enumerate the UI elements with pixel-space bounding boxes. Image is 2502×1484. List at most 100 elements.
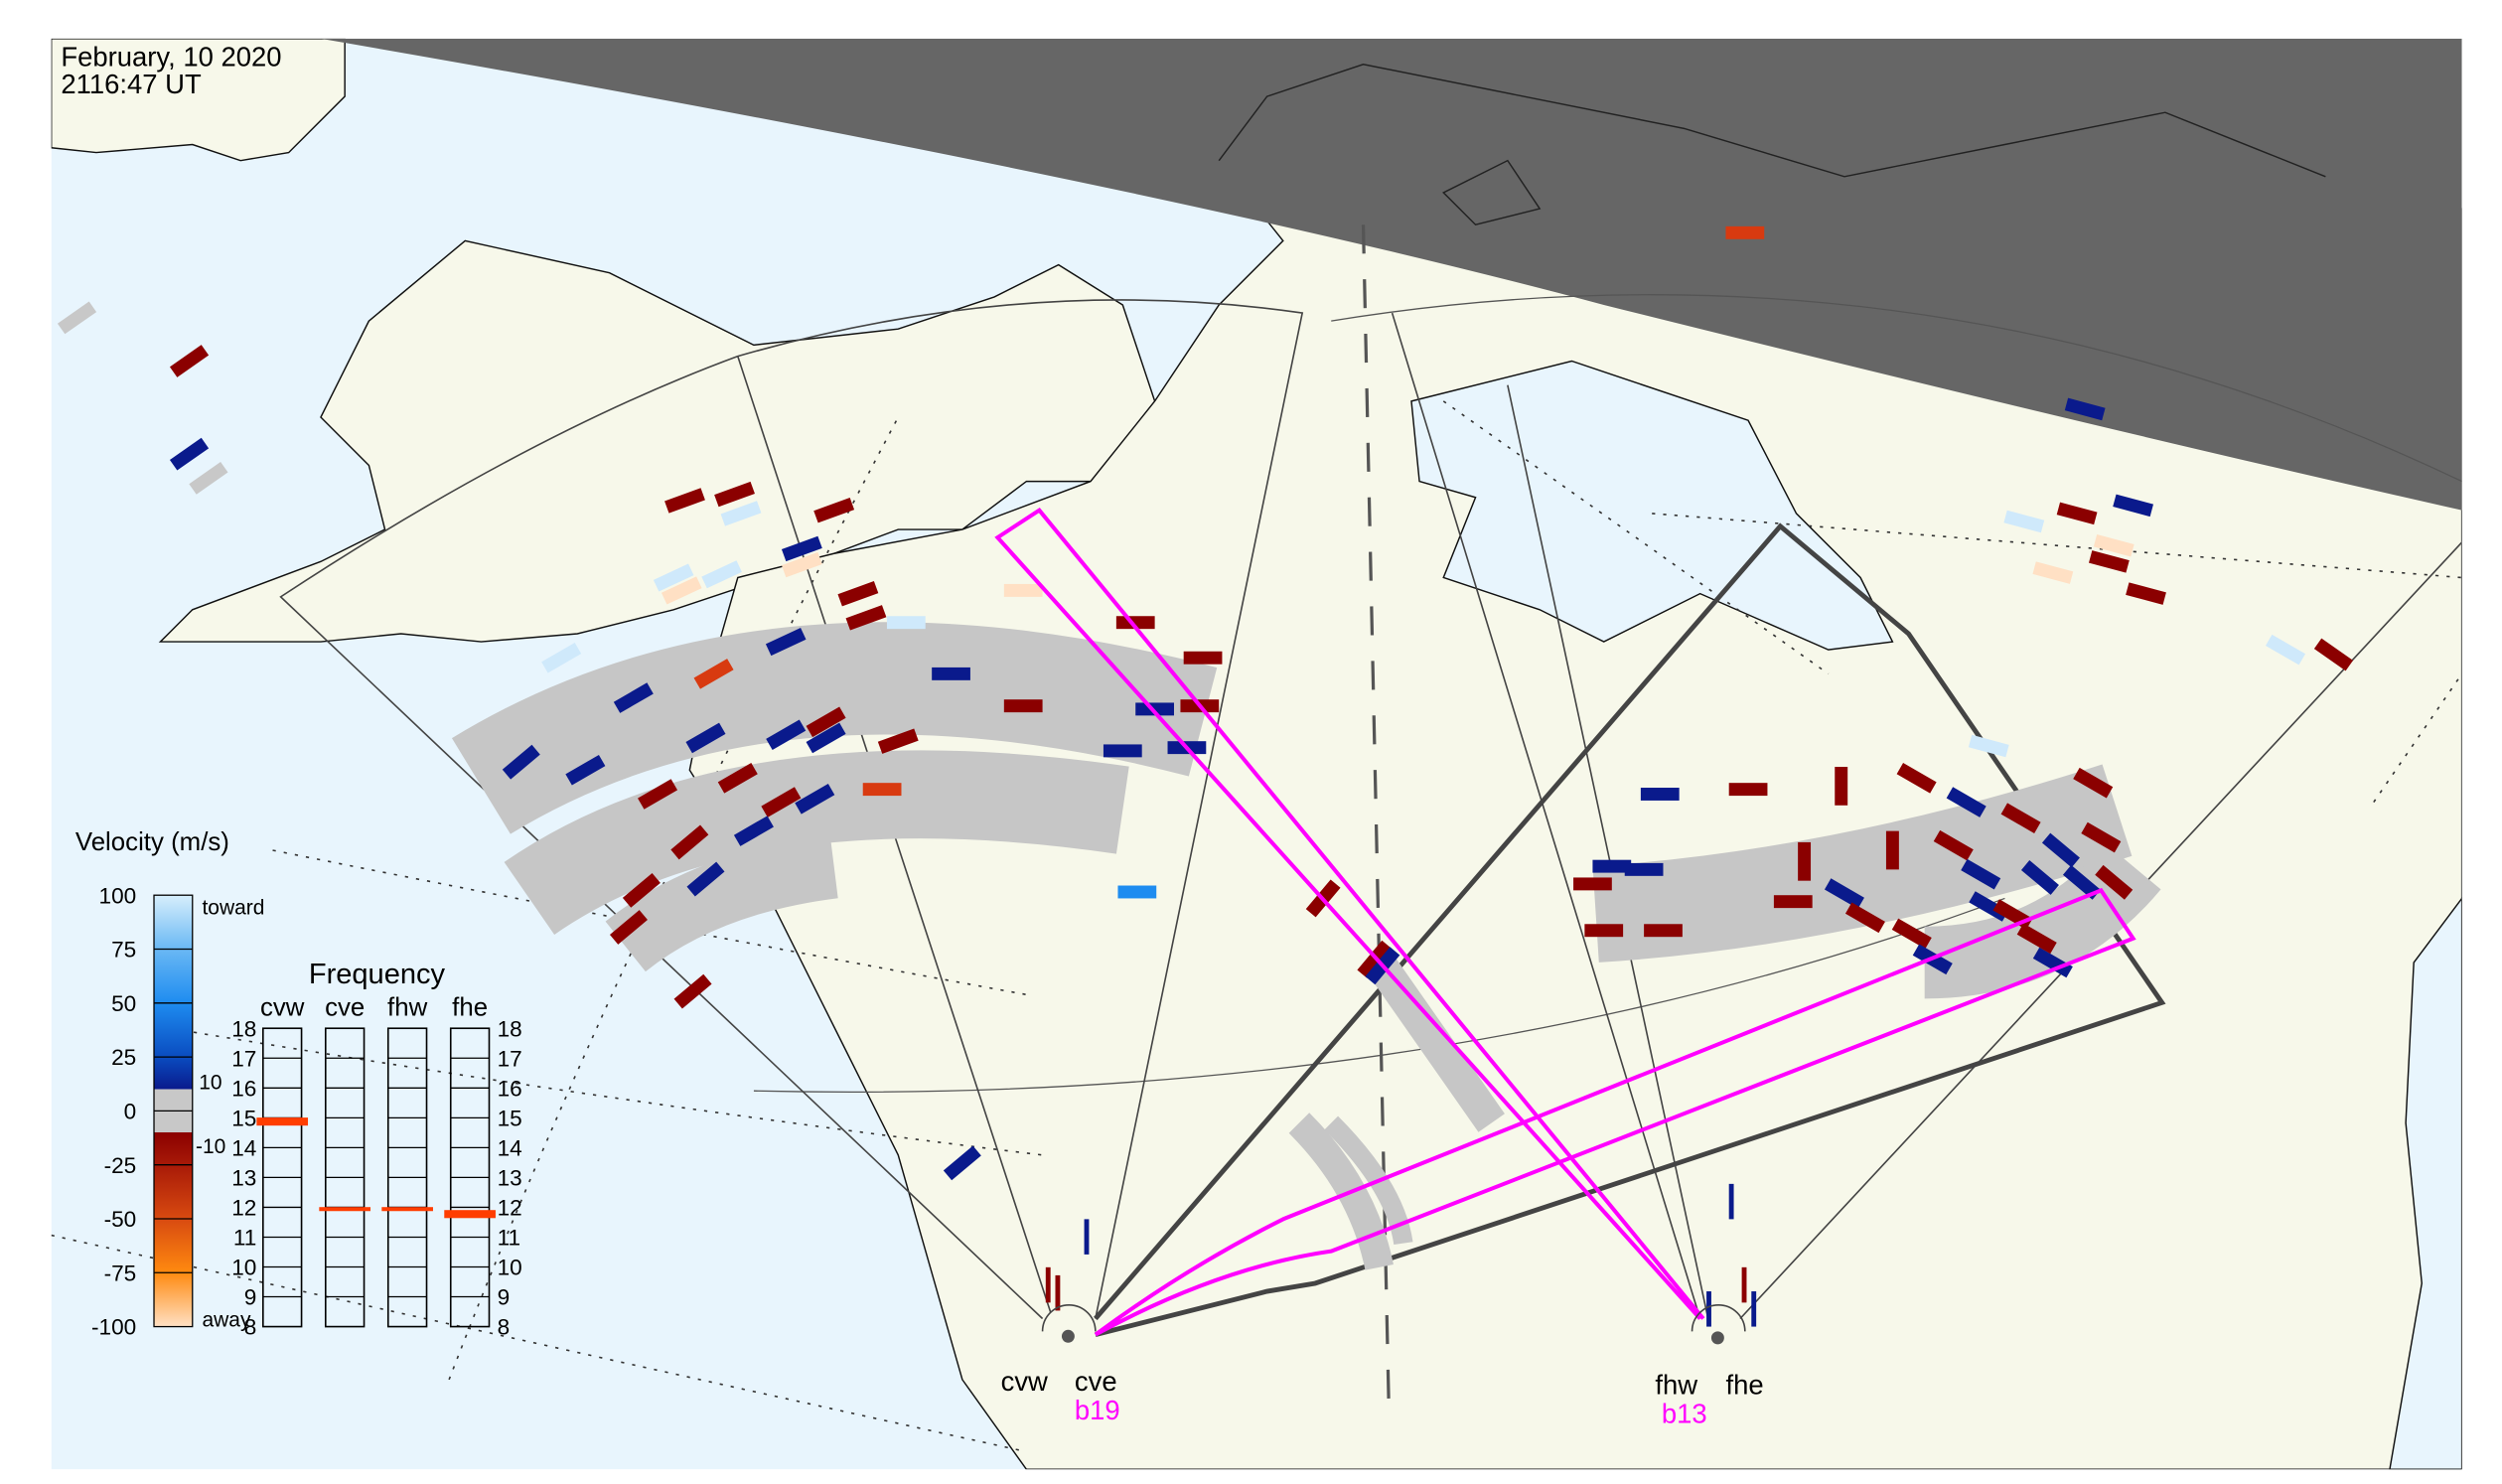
frequency-tick-right: 9	[498, 1285, 511, 1310]
velocity-cell	[1961, 858, 2001, 890]
beam-b13	[994, 507, 1705, 1320]
velocity-cell	[502, 744, 540, 780]
velocity-cell	[1773, 895, 1813, 909]
night-terminator	[320, 38, 2462, 511]
velocity-cell	[1573, 877, 1612, 891]
velocity-cell	[2032, 561, 2074, 584]
away-label: away	[202, 1309, 250, 1332]
velocity-cell	[1725, 225, 1765, 239]
velocity-cell	[189, 461, 228, 495]
night-coastline	[1218, 64, 2326, 226]
frequency-marker	[444, 1210, 496, 1219]
beam-outlines	[994, 507, 2136, 1337]
frequency-tick-right: 8	[498, 1315, 511, 1340]
colorbar-tick: 0	[124, 1099, 137, 1123]
toward-label: toward	[202, 897, 264, 920]
colorbar-tick: -75	[104, 1261, 137, 1285]
frequency-tick-left: 8	[244, 1315, 257, 1340]
velocity-cell	[670, 824, 709, 860]
velocity-cell	[766, 719, 807, 751]
velocity-cell	[1003, 699, 1043, 713]
colorbar-tick: -50	[104, 1207, 137, 1232]
velocity-cell	[813, 497, 855, 523]
map-area: cvw cve b19 fhw fhe b13 Velocity (m/s) 1…	[51, 38, 2462, 1470]
velocity-cell	[1115, 616, 1155, 630]
colorbar-dividers	[154, 948, 193, 1273]
frequency-column-header: cve	[325, 993, 365, 1021]
site-label-fhw: fhw	[1655, 1369, 1697, 1400]
colorbar-tick-minus10: -10	[196, 1135, 225, 1158]
frequency-tick-left: 11	[233, 1226, 256, 1251]
colorbar-tick: -25	[104, 1153, 137, 1178]
frequency-tick-left: 13	[231, 1165, 256, 1190]
velocity-cell	[2041, 832, 2080, 868]
velocity-cell	[1644, 924, 1683, 938]
velocity-cell	[2073, 767, 2114, 799]
velocity-cell	[2064, 397, 2106, 421]
frequency-column-header: cvw	[260, 993, 305, 1021]
velocity-cell	[1728, 783, 1768, 797]
velocity-cell	[1946, 787, 1987, 817]
velocity-cell	[1117, 885, 1157, 899]
velocity-cell	[2062, 864, 2101, 900]
site-label-cvw: cvw	[1001, 1366, 1048, 1397]
colorbar-tick: -100	[91, 1315, 136, 1340]
velocity-cell	[169, 345, 210, 377]
frequency-tick-right: 17	[498, 1046, 522, 1071]
velocity-cell	[2093, 533, 2134, 557]
velocity-cell	[609, 910, 648, 945]
frequency-tick-right: 11	[498, 1226, 520, 1251]
velocity-cell	[613, 682, 654, 713]
velocity-cell	[1003, 583, 1043, 597]
velocity-cell	[2081, 821, 2122, 853]
velocity-cell	[1135, 702, 1174, 716]
time-label: 2116:47 UT	[61, 69, 202, 99]
velocity-cell	[1103, 744, 1142, 758]
velocity-cell	[1183, 651, 1223, 665]
velocity-cell	[717, 763, 758, 794]
velocity-cell	[795, 784, 835, 815]
velocity-cell	[862, 783, 902, 797]
velocity-cell	[2000, 803, 2041, 833]
velocity-cell	[714, 481, 755, 508]
velocity-cell	[1969, 891, 2009, 922]
velocity-cell	[2113, 494, 2153, 518]
frequency-tick-right: 14	[498, 1135, 522, 1160]
colorbar-tick: 100	[99, 883, 137, 908]
velocity-cell	[2056, 502, 2098, 525]
velocity-cell	[661, 576, 702, 605]
velocity-cell	[886, 616, 926, 630]
velocity-cell	[701, 560, 742, 589]
site-marker-cv	[1061, 1329, 1075, 1343]
frequency-tick-right: 15	[498, 1106, 522, 1130]
velocity-cell	[1728, 1183, 1734, 1220]
velocity-cells	[57, 225, 2354, 1327]
velocity-cell	[1798, 841, 1812, 881]
velocity-cell	[638, 779, 678, 810]
velocity-cell	[1741, 1266, 1747, 1303]
velocity-cell	[1751, 1291, 1757, 1327]
frequency-tick-left: 16	[231, 1076, 256, 1101]
velocity-cell	[877, 728, 919, 754]
colorbar-tick: 25	[111, 1045, 136, 1070]
velocity-cell	[1891, 918, 1932, 950]
frequency-tick-right: 18	[498, 1016, 522, 1041]
velocity-cell	[673, 973, 712, 1009]
hudson-bay	[1410, 360, 1894, 651]
frequency-tick-left: 14	[231, 1135, 256, 1160]
velocity-cell	[686, 861, 725, 897]
velocity-cell	[2088, 550, 2130, 573]
frequency-tick-left: 9	[244, 1285, 257, 1310]
site-marker-fh	[1710, 1331, 1724, 1345]
velocity-cell	[761, 787, 802, 817]
velocity-cell	[806, 722, 846, 754]
radar-fans	[279, 224, 2462, 1412]
beam-label-b13: b13	[1662, 1398, 1707, 1428]
frequency-marker	[319, 1207, 371, 1212]
velocity-cell	[1824, 878, 1864, 909]
frequency-tick-left: 18	[231, 1016, 256, 1041]
frequency-tick-left: 10	[231, 1256, 256, 1280]
velocity-cell	[943, 1145, 981, 1181]
velocity-legend-title: Velocity (m/s)	[75, 828, 229, 856]
